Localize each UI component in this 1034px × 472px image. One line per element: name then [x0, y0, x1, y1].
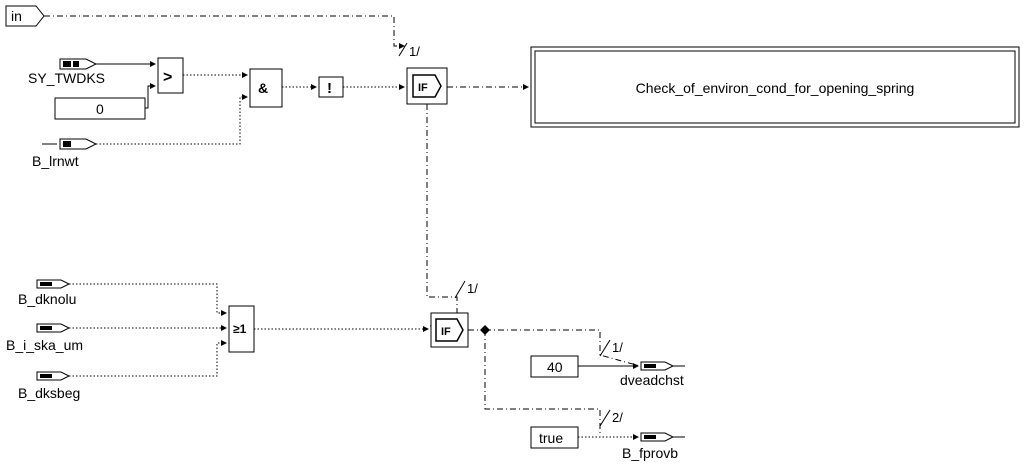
- input-sy-twdks[interactable]: SY_TWDKS: [28, 58, 105, 86]
- wire-if-top-to-if-bottom: [426, 104, 458, 327]
- svg-text:2/: 2/: [612, 410, 623, 425]
- if-action-block-bottom[interactable]: IF: [430, 312, 469, 348]
- svg-text:0: 0: [96, 101, 104, 117]
- input-b-lrnwt[interactable]: B_lrnwt: [32, 138, 98, 169]
- wire-dknolu-or: [69, 283, 227, 316]
- port-label-1b: 1/: [454, 280, 478, 299]
- wire-in-to-if: [44, 15, 405, 49]
- output-b-fprovb-label: B_fprovb: [622, 445, 678, 461]
- logic-and-block[interactable]: &: [249, 68, 283, 108]
- svg-text:>: >: [163, 69, 172, 86]
- inport-in[interactable]: in: [5, 5, 45, 27]
- port-label-2: 2/: [599, 409, 623, 427]
- svg-text:IF: IF: [441, 326, 451, 338]
- input-b-dksbeg[interactable]: B_dksbeg: [18, 371, 80, 401]
- input-b-dknolu-label: B_dknolu: [18, 291, 76, 307]
- input-b-lrnwt-label: B_lrnwt: [32, 153, 79, 169]
- logic-not-block[interactable]: !: [318, 76, 344, 98]
- svg-text:&: &: [258, 80, 268, 96]
- output-dveadchst-label: dveadchst: [620, 372, 684, 388]
- wire-branch-dveadchst: [485, 329, 641, 367]
- relational-greater-block[interactable]: >: [157, 57, 184, 94]
- constant-true[interactable]: true: [530, 426, 579, 449]
- input-b-dksbeg-label: B_dksbeg: [18, 385, 80, 401]
- input-sy-twdks-label: SY_TWDKS: [28, 70, 105, 86]
- logic-or-block[interactable]: ≥1: [228, 305, 255, 353]
- svg-text:≥1: ≥1: [233, 322, 247, 336]
- svg-text:1/: 1/: [409, 44, 420, 59]
- subsystem-label: Check_of_environ_cond_for_opening_spring: [636, 80, 915, 96]
- svg-text:!: !: [327, 80, 332, 97]
- port-label-1c: 1/: [599, 339, 623, 357]
- subsystem-check-environ[interactable]: Check_of_environ_cond_for_opening_spring: [530, 46, 1020, 128]
- svg-text:1/: 1/: [612, 340, 623, 355]
- svg-text:1/: 1/: [467, 281, 478, 296]
- wire-branch-fprovb: [484, 330, 601, 435]
- output-b-fprovb[interactable]: B_fprovb: [622, 432, 685, 461]
- input-b-dknolu[interactable]: B_dknolu: [18, 279, 76, 307]
- input-b-i-ska-um[interactable]: B_i_ska_um: [6, 323, 83, 353]
- wire-zero-greater: [145, 83, 156, 109]
- inport-in-label: in: [11, 8, 22, 24]
- if-action-block-top[interactable]: IF: [406, 67, 448, 105]
- input-b-i-ska-um-label: B_i_ska_um: [6, 337, 83, 353]
- output-dveadchst[interactable]: dveadchst: [620, 361, 685, 388]
- svg-text:true: true: [539, 430, 563, 446]
- wire-dksbeg-or: [69, 340, 227, 377]
- constant-forty[interactable]: 40: [530, 355, 579, 378]
- svg-text:40: 40: [547, 359, 563, 375]
- constant-zero[interactable]: 0: [54, 97, 146, 120]
- port-label-1a: 1/: [398, 42, 420, 59]
- svg-text:IF: IF: [418, 82, 428, 94]
